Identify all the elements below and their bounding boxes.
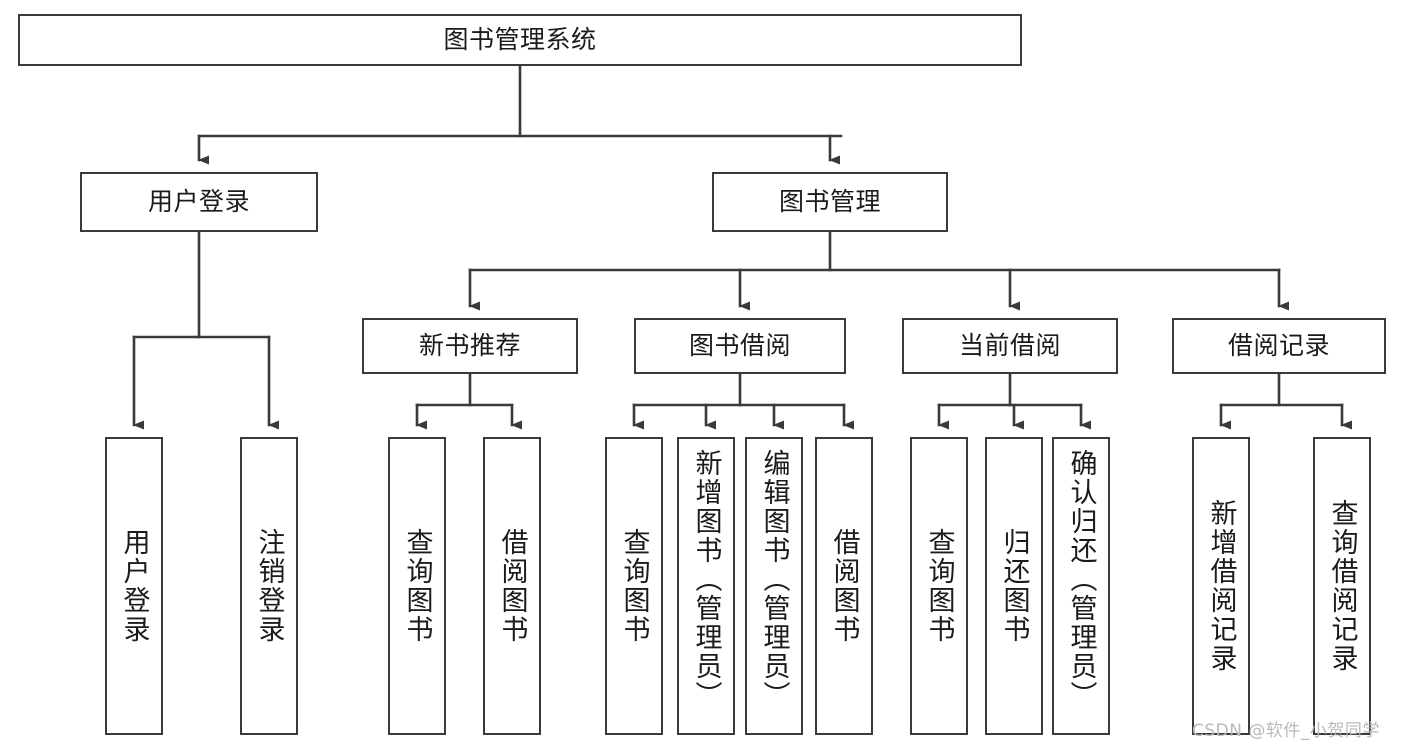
node-book-borrow[interactable]: 图书借阅 — [634, 318, 846, 374]
node-leaf-user-login[interactable]: 用户登录 — [105, 437, 163, 735]
node-leaf-edit-book[interactable]: 编辑图书（管理员） — [745, 437, 803, 735]
node-leaf-user-login-label: 用户登录 — [118, 528, 150, 644]
node-leaf-add-book-label: 新增图书（管理员） — [690, 449, 722, 710]
node-leaf-borrow-book-1-label: 借阅图书 — [496, 528, 528, 644]
node-leaf-return-book[interactable]: 归还图书 — [985, 437, 1043, 735]
node-root[interactable]: 图书管理系统 — [18, 14, 1022, 66]
node-current-borrow-label: 当前借阅 — [958, 330, 1061, 360]
node-leaf-query-book-2[interactable]: 查询图书 — [605, 437, 663, 735]
node-leaf-logout[interactable]: 注销登录 — [240, 437, 298, 735]
node-new-book-rec-label: 新书推荐 — [418, 330, 521, 360]
node-leaf-query-record-label: 查询借阅记录 — [1326, 499, 1358, 673]
node-borrow-record-label: 借阅记录 — [1227, 330, 1330, 360]
node-leaf-query-book-3[interactable]: 查询图书 — [910, 437, 968, 735]
node-leaf-add-book[interactable]: 新增图书（管理员） — [677, 437, 735, 735]
node-leaf-borrow-book-2[interactable]: 借阅图书 — [815, 437, 873, 735]
node-leaf-edit-book-label: 编辑图书（管理员） — [758, 449, 790, 710]
node-leaf-query-book-2-label: 查询图书 — [618, 528, 650, 644]
node-leaf-confirm-return[interactable]: 确认归还（管理员） — [1052, 437, 1110, 735]
node-leaf-add-record[interactable]: 新增借阅记录 — [1192, 437, 1250, 735]
node-book-manage-label: 图书管理 — [778, 186, 881, 216]
node-user-login-label: 用户登录 — [147, 186, 250, 216]
csdn-watermark: CSDN @软件_小贺同学 — [1192, 721, 1380, 741]
node-new-book-rec[interactable]: 新书推荐 — [362, 318, 578, 374]
node-book-borrow-label: 图书借阅 — [688, 330, 791, 360]
node-leaf-confirm-return-label: 确认归还（管理员） — [1065, 449, 1097, 710]
node-leaf-add-record-label: 新增借阅记录 — [1205, 499, 1237, 673]
node-leaf-borrow-book-1[interactable]: 借阅图书 — [483, 437, 541, 735]
node-leaf-logout-label: 注销登录 — [253, 528, 285, 644]
node-current-borrow[interactable]: 当前借阅 — [902, 318, 1118, 374]
node-root-label: 图书管理系统 — [443, 24, 597, 54]
node-leaf-borrow-book-2-label: 借阅图书 — [828, 528, 860, 644]
node-borrow-record[interactable]: 借阅记录 — [1172, 318, 1386, 374]
node-leaf-query-book-3-label: 查询图书 — [923, 528, 955, 644]
node-leaf-return-book-label: 归还图书 — [998, 528, 1030, 644]
node-leaf-query-book-1[interactable]: 查询图书 — [388, 437, 446, 735]
node-user-login[interactable]: 用户登录 — [80, 172, 318, 232]
node-book-manage[interactable]: 图书管理 — [712, 172, 948, 232]
node-leaf-query-record[interactable]: 查询借阅记录 — [1313, 437, 1371, 735]
node-leaf-query-book-1-label: 查询图书 — [401, 528, 433, 644]
